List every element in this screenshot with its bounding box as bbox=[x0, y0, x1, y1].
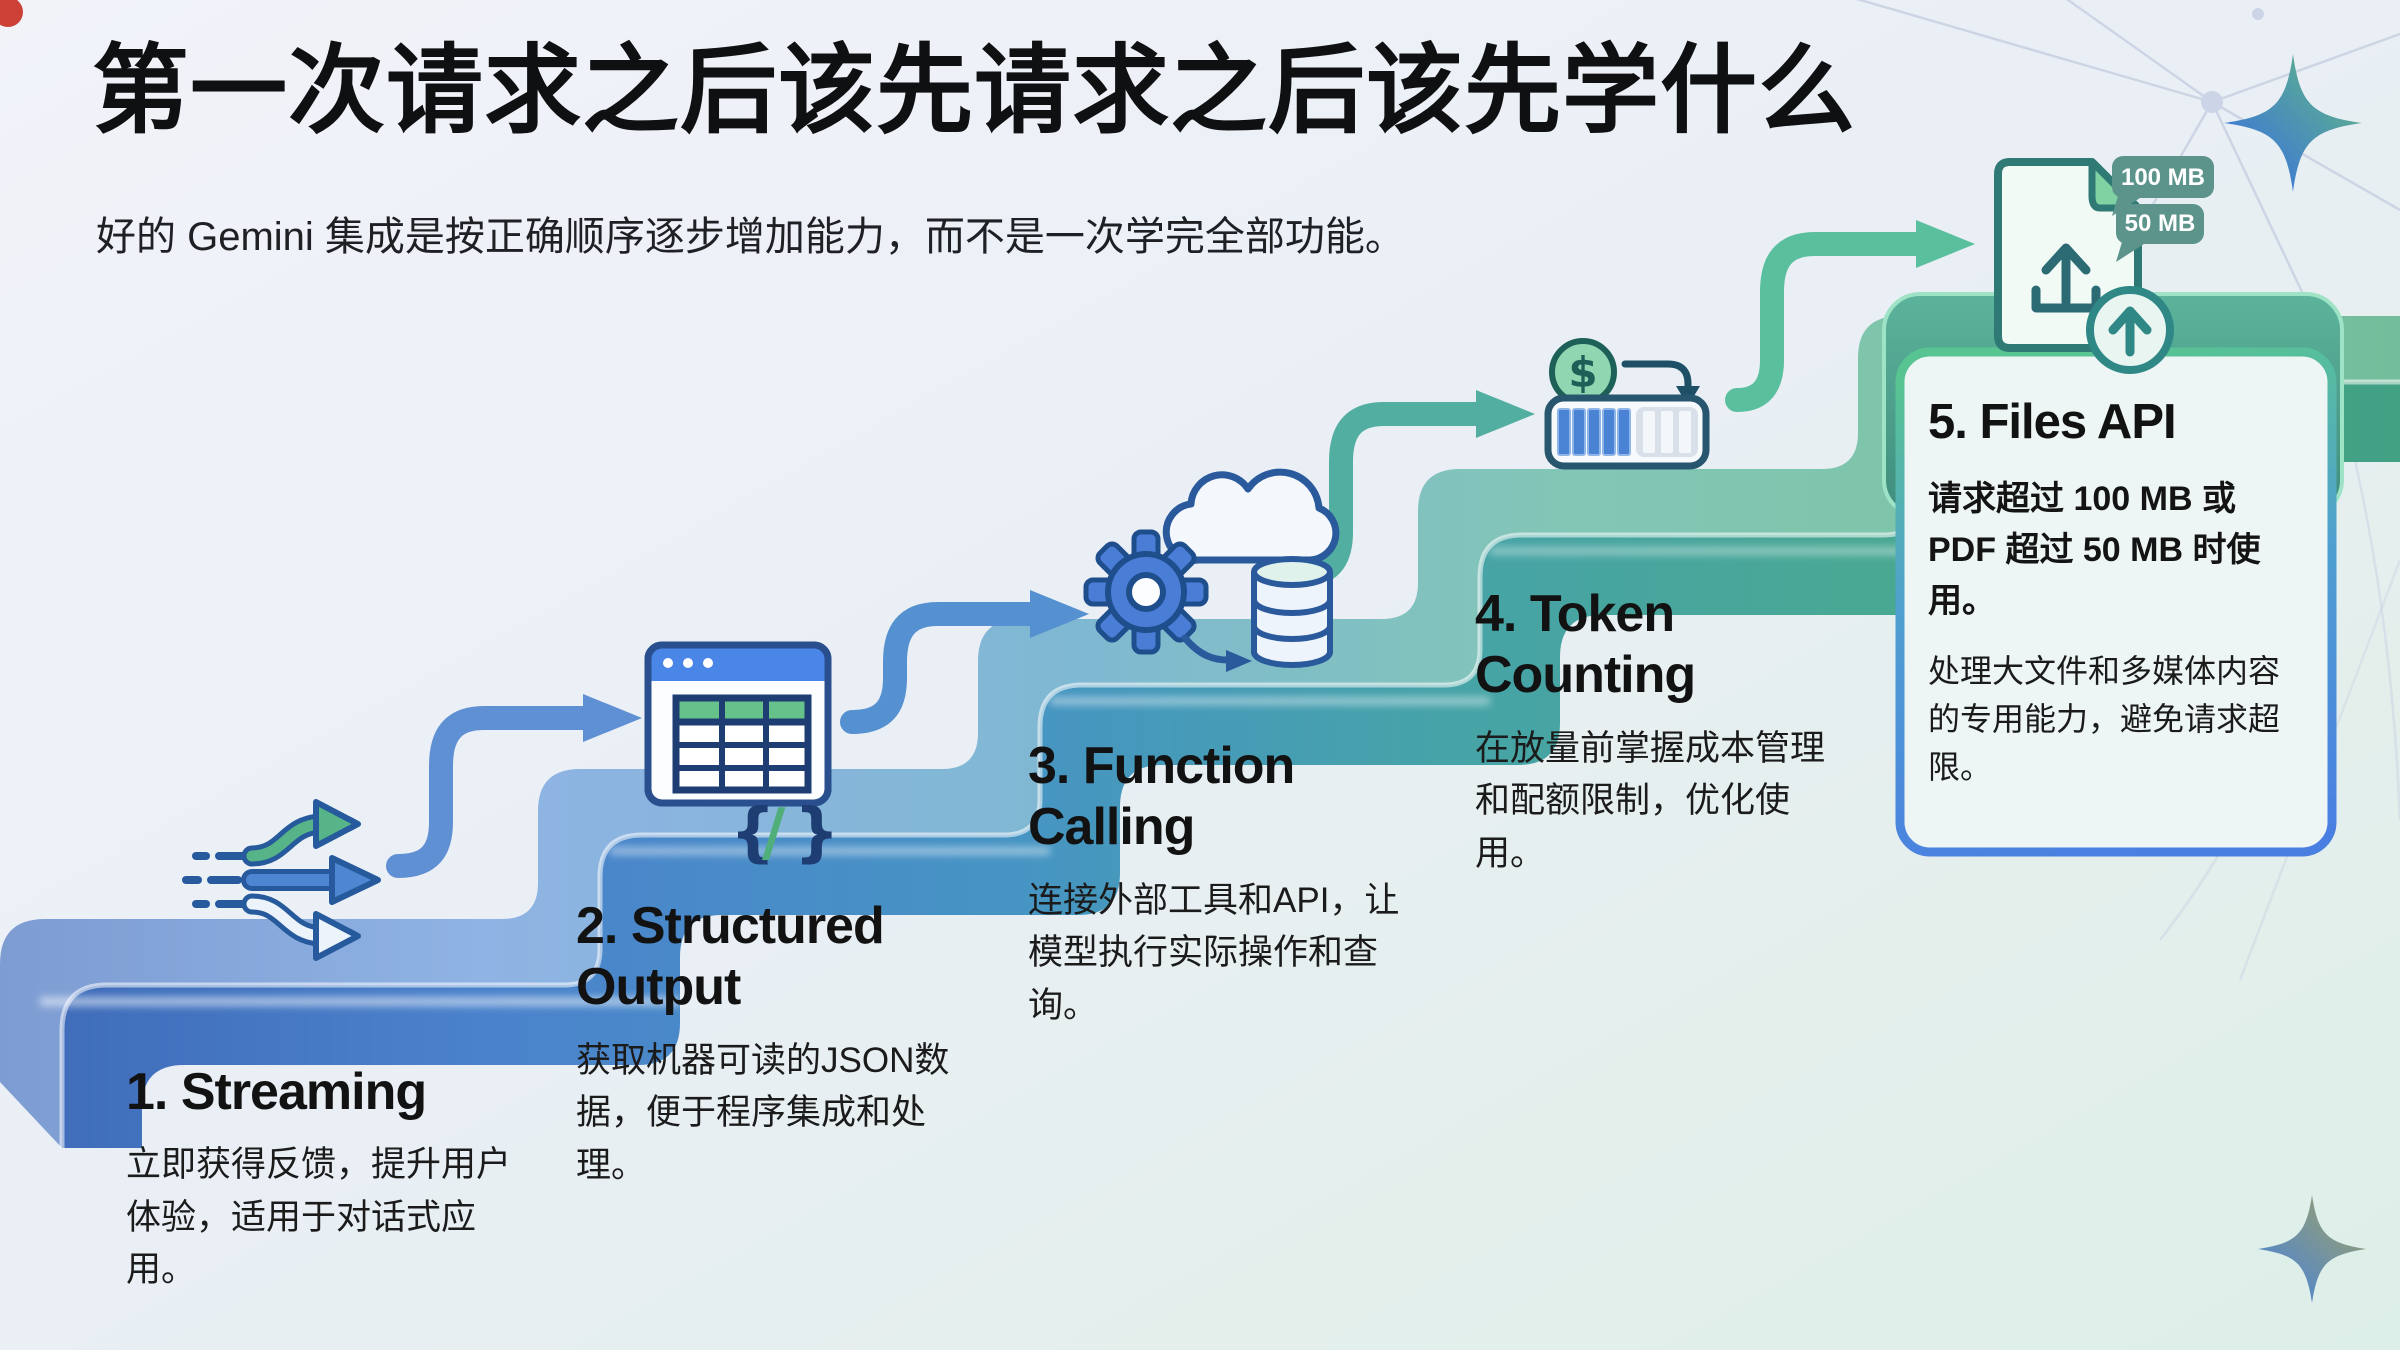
step-heading: 3. Function Calling bbox=[1028, 737, 1295, 857]
step-1-streaming: 1. Streaming 立即获得反馈，提升用户体验，适用于对话式应用。 bbox=[126, 1062, 526, 1297]
step-heading: 1. Streaming bbox=[126, 1063, 427, 1121]
coin-counter-icon: $ bbox=[1544, 338, 1710, 470]
step-body-bold: 请求超过 100 MB 或 PDF 超过 50 MB 时使用。 bbox=[1928, 480, 2261, 620]
sparkle-icon bbox=[2224, 54, 2362, 192]
streaming-arrows-icon bbox=[182, 799, 381, 961]
file-size-badges bbox=[2112, 156, 2214, 262]
step-2-structured-output: 2. Structured Output 获取机器可读的JSON数据，便于程序集… bbox=[576, 896, 981, 1192]
step-heading: 4. Token Counting bbox=[1475, 585, 1696, 705]
page-title: 第一次请求之后该先请求之后该先学什么 bbox=[92, 36, 1856, 145]
step-3-function-calling: 3. Function Calling 连接外部工具和API，让模型执行实际操作… bbox=[1028, 736, 1413, 1032]
corner-mark bbox=[0, 0, 23, 27]
sparkle-icon bbox=[2258, 1195, 2366, 1303]
connector-arrow-2-3 bbox=[840, 590, 1089, 734]
badge-50mb: 50 MB bbox=[2124, 210, 2196, 237]
svg-text:{: { bbox=[730, 796, 776, 870]
step-body: 立即获得反馈，提升用户体验，适用于对话式应用。 bbox=[126, 1145, 512, 1290]
step-body: 在放量前掌握成本管理和配额限制，优化使用。 bbox=[1475, 728, 1826, 873]
connector-arrow-4-5 bbox=[1725, 220, 1975, 412]
gear-cloud-database-icon bbox=[1083, 468, 1340, 672]
staircase-band bbox=[62, 382, 2400, 1148]
step-body: 处理大文件和多媒体内容的专用能力，避免请求超限。 bbox=[1928, 653, 2281, 785]
connector-arrow-1-2 bbox=[386, 694, 642, 878]
svg-text:$: $ bbox=[1568, 348, 1597, 397]
step-body: 获取机器可读的JSON数据，便于程序集成和处理。 bbox=[576, 1040, 950, 1185]
code-braces-icon: { / } bbox=[730, 796, 840, 870]
cloud-icon bbox=[1162, 468, 1340, 564]
step-heading: 2. Structured Output bbox=[576, 897, 885, 1017]
badge-100mb: 100 MB bbox=[2120, 164, 2206, 191]
svg-text:}: } bbox=[794, 796, 840, 870]
step-4-token-counting: 4. Token Counting 在放量前掌握成本管理和配额限制，优化使用。 bbox=[1475, 584, 1840, 880]
step-body: 连接外部工具和API，让模型执行实际操作和查询。 bbox=[1028, 880, 1400, 1025]
structured-table-icon: { / } bbox=[644, 641, 840, 870]
step-5-files-api-card: 5. Files API 请求超过 100 MB 或 PDF 超过 50 MB … bbox=[1928, 394, 2308, 791]
mini-arrow bbox=[1181, 634, 1232, 664]
database-icon bbox=[1251, 556, 1333, 668]
step-heading: 5. Files API bbox=[1928, 395, 2177, 449]
page-subtitle: 好的 Gemini 集成是按正确顺序逐步增加能力，而不是一次学完全部功能。 bbox=[96, 215, 1405, 259]
file-upload-icon bbox=[1994, 156, 2214, 374]
svg-text:/: / bbox=[762, 796, 786, 870]
sheen-streaks bbox=[40, 547, 1930, 1006]
